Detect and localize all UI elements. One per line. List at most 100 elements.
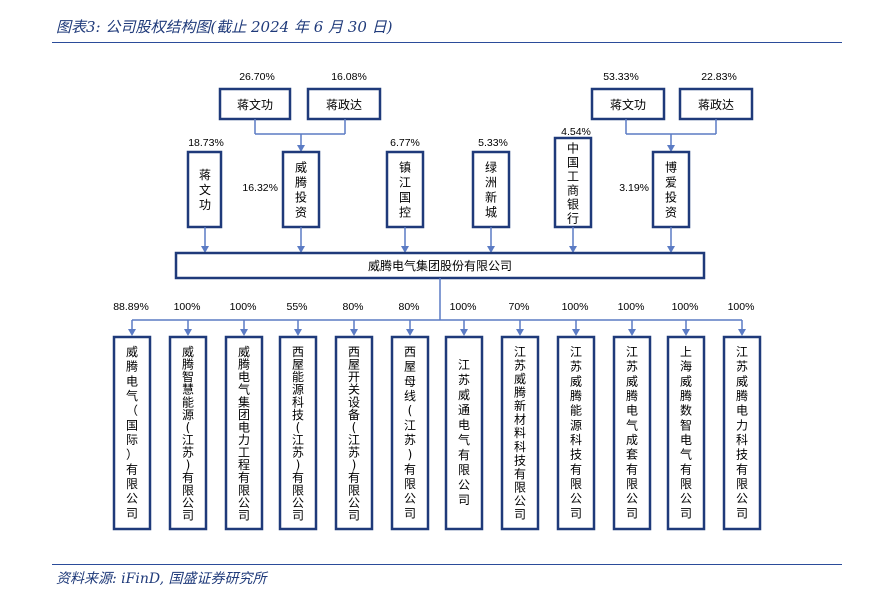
svg-text:气: 气 xyxy=(458,432,470,447)
company-name: 威腾电气集团股份有限公司 xyxy=(368,258,512,273)
shareholder-box xyxy=(385,150,425,229)
svg-text:源: 源 xyxy=(182,408,194,422)
svg-text:成: 成 xyxy=(626,433,638,447)
svg-text:江: 江 xyxy=(348,433,360,447)
svg-text:有: 有 xyxy=(570,462,582,476)
svg-text:有: 有 xyxy=(736,462,748,476)
svg-text:): ) xyxy=(186,458,191,472)
svg-text:屋: 屋 xyxy=(348,358,360,372)
svg-text:电: 电 xyxy=(238,420,250,434)
source-note: 资料来源: iFinD, 国盛证券研究所 xyxy=(56,571,267,587)
svg-text:开: 开 xyxy=(348,370,360,384)
svg-text:江: 江 xyxy=(626,345,638,359)
svg-text:数: 数 xyxy=(680,403,692,418)
svg-text:公: 公 xyxy=(404,492,416,506)
svg-text:司: 司 xyxy=(514,507,526,521)
svg-text:投: 投 xyxy=(295,190,307,205)
svg-text:有: 有 xyxy=(348,471,360,485)
svg-text:司: 司 xyxy=(626,506,638,520)
svg-text:西: 西 xyxy=(348,345,360,359)
svg-text:科: 科 xyxy=(514,440,526,454)
svg-text:通: 通 xyxy=(458,403,470,417)
svg-text:套: 套 xyxy=(626,448,638,462)
svg-text:江: 江 xyxy=(292,433,304,447)
svg-text:江: 江 xyxy=(458,358,470,372)
svg-text:司: 司 xyxy=(238,508,250,522)
svg-text:公: 公 xyxy=(680,492,692,506)
top-shareholder-pct: 16.08% xyxy=(331,71,367,83)
subsidiary-pct: 55% xyxy=(286,301,307,313)
svg-text:威: 威 xyxy=(514,372,526,386)
subsidiary-name: 威腾电气（国际）有限公司 xyxy=(126,345,138,520)
subsidiary-pct: 88.89% xyxy=(113,301,149,313)
svg-text:科: 科 xyxy=(292,395,304,409)
subsidiary-box xyxy=(334,335,374,531)
arrow-head xyxy=(628,329,636,336)
svg-text:技: 技 xyxy=(736,448,748,462)
svg-text:电: 电 xyxy=(238,370,250,384)
svg-text:司: 司 xyxy=(292,508,304,522)
svg-text:江: 江 xyxy=(570,345,582,359)
subsidiary-box xyxy=(666,335,706,531)
svg-text:技: 技 xyxy=(570,448,582,462)
svg-text:司: 司 xyxy=(348,508,360,522)
svg-text:洲: 洲 xyxy=(485,176,497,190)
arrow-head xyxy=(460,329,468,336)
svg-text:): ) xyxy=(296,458,301,472)
arrow-head xyxy=(667,145,675,152)
svg-text:苏: 苏 xyxy=(514,359,526,373)
svg-text:司: 司 xyxy=(182,508,194,522)
svg-text:威: 威 xyxy=(626,374,638,388)
svg-text:(: ( xyxy=(296,420,301,434)
svg-text:镇: 镇 xyxy=(399,161,411,175)
arrow-head xyxy=(572,329,580,336)
svg-text:电: 电 xyxy=(126,374,138,388)
svg-text:有: 有 xyxy=(404,462,416,476)
svg-text:(: ( xyxy=(408,404,413,418)
svg-text:公: 公 xyxy=(458,478,470,492)
svg-text:公: 公 xyxy=(348,496,360,510)
arrow-head xyxy=(682,329,690,336)
shareholder-pct: 16.32% xyxy=(242,182,278,194)
svg-text:限: 限 xyxy=(514,480,526,494)
svg-text:腾: 腾 xyxy=(680,388,692,403)
svg-text:司: 司 xyxy=(458,493,470,507)
svg-text:腾: 腾 xyxy=(570,388,582,403)
subsidiary-pct: 80% xyxy=(398,301,419,313)
svg-text:）: ） xyxy=(126,448,138,462)
svg-text:国: 国 xyxy=(126,418,138,432)
svg-text:力: 力 xyxy=(736,418,748,432)
shareholder-pct: 3.19% xyxy=(619,182,649,194)
svg-text:): ) xyxy=(408,448,413,462)
svg-text:气: 气 xyxy=(126,388,138,403)
svg-text:投: 投 xyxy=(665,190,677,205)
svg-text:蒋: 蒋 xyxy=(199,168,211,182)
svg-text:(: ( xyxy=(186,420,191,434)
arrow-head xyxy=(569,246,577,253)
svg-text:能: 能 xyxy=(570,404,582,418)
svg-text:绿: 绿 xyxy=(485,160,497,175)
svg-text:限: 限 xyxy=(680,477,692,491)
svg-text:有: 有 xyxy=(680,462,692,476)
svg-text:西: 西 xyxy=(404,345,416,359)
svg-text:智: 智 xyxy=(680,417,692,432)
svg-text:际: 际 xyxy=(126,433,138,447)
svg-text:电: 电 xyxy=(626,404,638,418)
svg-text:线: 线 xyxy=(404,389,416,403)
svg-text:集: 集 xyxy=(238,394,250,409)
top-shareholder-box xyxy=(678,87,754,121)
svg-text:能: 能 xyxy=(182,395,194,409)
top-shareholder-pct: 26.70% xyxy=(239,71,275,83)
svg-text:苏: 苏 xyxy=(292,446,304,460)
svg-text:上: 上 xyxy=(680,345,692,359)
arrow-head xyxy=(516,329,524,336)
svg-text:工: 工 xyxy=(567,170,579,184)
arrow-head xyxy=(294,329,302,336)
svg-text:银: 银 xyxy=(567,198,579,212)
arrow-head xyxy=(487,246,495,253)
